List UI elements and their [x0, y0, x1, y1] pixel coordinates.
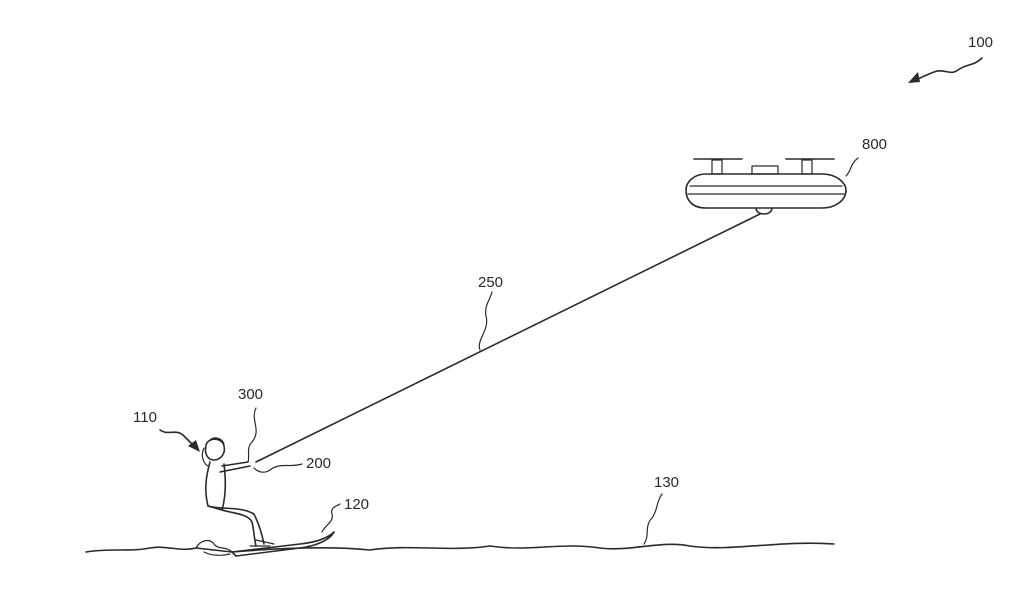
- handle-assembly: 300 200: [238, 386, 331, 473]
- rider-torso: [205, 461, 227, 511]
- leader-300: [247, 407, 257, 463]
- label-100: 100: [968, 34, 993, 51]
- motor-right: [801, 159, 813, 175]
- rider-arms: [219, 461, 251, 473]
- drone-top-module: [751, 165, 779, 175]
- leader-130: [643, 493, 663, 545]
- motor-left: [711, 159, 723, 175]
- board-shape: [231, 531, 335, 557]
- label-250: 250: [478, 274, 503, 291]
- leader-200: [253, 463, 303, 473]
- label-130: 130: [654, 474, 679, 491]
- label-800: 800: [862, 136, 887, 153]
- leader-800: [845, 157, 859, 177]
- tether-line: [255, 213, 761, 463]
- system-arrowhead-icon: [908, 72, 920, 83]
- water-surface: [85, 542, 835, 553]
- water-splash: [195, 539, 233, 556]
- drone-body: [685, 173, 847, 209]
- water: 130: [85, 474, 835, 556]
- drone-winch: [755, 207, 773, 215]
- rider: 110: [133, 409, 275, 547]
- rider-legs: [207, 505, 265, 547]
- label-110: 110: [133, 409, 157, 426]
- rider-head: [204, 438, 226, 461]
- label-200: 200: [306, 455, 331, 472]
- leader-120: [321, 503, 341, 533]
- tether: 250: [255, 213, 761, 463]
- label-300: 300: [238, 386, 263, 403]
- system-reference: 100: [908, 34, 993, 83]
- rider-hair: [201, 437, 225, 467]
- leader-250: [478, 291, 493, 351]
- system-arrow-icon: [911, 57, 983, 83]
- drone: 800: [685, 136, 887, 215]
- label-120: 120: [344, 496, 369, 513]
- rider-arrowhead-icon: [188, 440, 200, 452]
- rider-feet: [249, 539, 275, 547]
